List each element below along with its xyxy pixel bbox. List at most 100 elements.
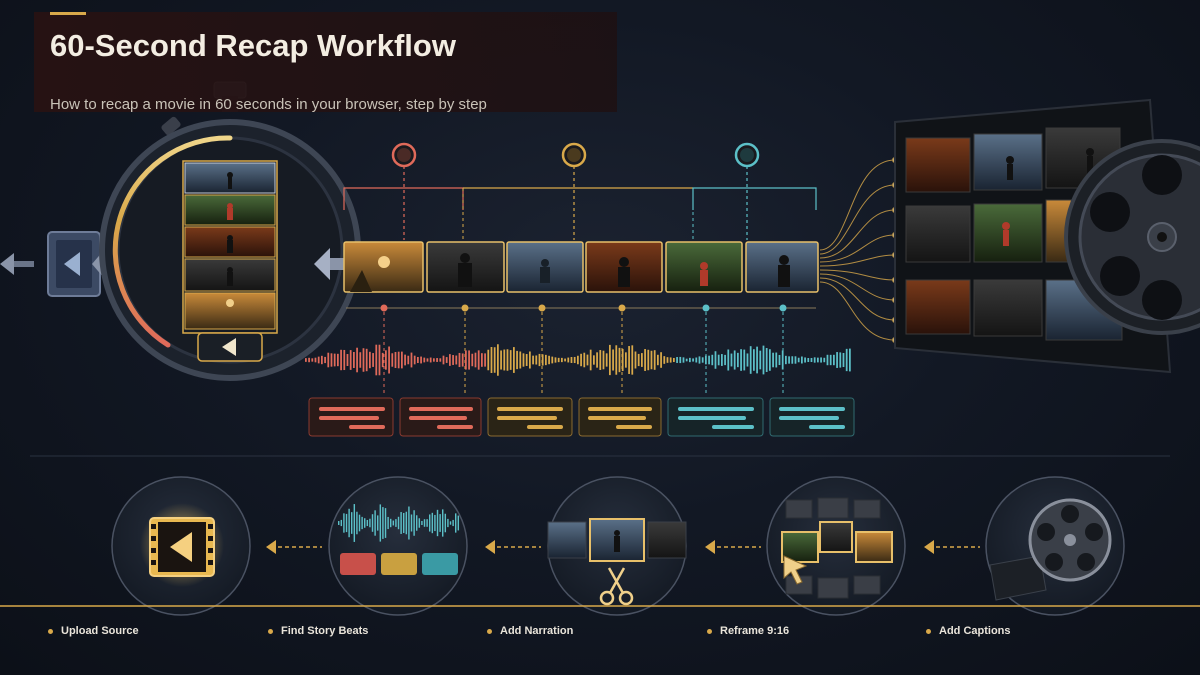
waveform-bar — [447, 518, 449, 528]
waveform-bar — [503, 349, 506, 371]
step-upload-circle — [111, 476, 251, 616]
waveform-bar — [721, 354, 723, 366]
waveform-bar — [321, 355, 323, 365]
waveform-bar — [429, 514, 431, 532]
waveform-bar — [477, 350, 480, 370]
waveform-bar — [602, 350, 605, 370]
waveform-bar — [487, 349, 490, 371]
play-film-icon — [149, 517, 215, 577]
waveform-bar — [666, 357, 669, 363]
waveform-bar — [724, 354, 726, 366]
waveform-bar — [743, 349, 746, 371]
waveform-bar — [362, 348, 365, 372]
waveform-bar — [689, 357, 691, 363]
waveform-bar — [692, 358, 694, 362]
waveform-bar — [599, 350, 602, 370]
waveform-bar — [413, 510, 415, 536]
waveform-bar — [785, 355, 787, 365]
waveform-bar — [394, 351, 397, 369]
page-subtitle: How to recap a movie in 60 seconds in yo… — [50, 96, 487, 113]
waveform-bar — [407, 355, 410, 365]
waveform-bar — [338, 521, 340, 525]
caption-block — [578, 397, 662, 437]
waveform-bar — [695, 357, 698, 363]
waveform-bar — [823, 357, 826, 363]
waveform-bar — [660, 352, 662, 368]
step-arrow — [485, 540, 541, 554]
waveform-bar — [404, 354, 406, 366]
waveform-bar — [343, 349, 346, 371]
waveform-bar — [730, 353, 733, 367]
waveform-bar — [733, 350, 736, 370]
film-reel-icon — [1028, 498, 1112, 582]
waveform-bar — [564, 358, 566, 362]
waveform-bar — [820, 357, 822, 363]
waveform-bar — [762, 345, 765, 375]
waveform-bar — [628, 346, 630, 374]
waveform-bar — [797, 357, 800, 363]
page-title: 60-Second Recap Workflow — [50, 28, 456, 63]
waveform-bar — [583, 352, 586, 368]
waveform-bar — [420, 356, 422, 364]
step-arrow — [705, 540, 761, 554]
waveform-bar — [737, 352, 739, 368]
play-icon — [222, 338, 236, 356]
waveform-bar — [442, 355, 445, 365]
waveform-bar — [490, 347, 493, 373]
waveform-bar — [403, 512, 405, 534]
waveform-bar — [349, 350, 352, 370]
waveform-bar — [775, 352, 778, 368]
waveform-bar — [647, 349, 650, 371]
waveform-bar — [308, 357, 310, 363]
waveform-bar — [493, 347, 496, 373]
waveform-bar — [365, 348, 368, 372]
waveform-bar — [366, 519, 369, 527]
step-label-text: Upload Source — [61, 625, 139, 637]
waveform-bar — [644, 349, 646, 371]
waveform-bar — [433, 358, 435, 362]
waveform-bar — [810, 357, 813, 363]
waveform-bar — [781, 350, 784, 370]
waveform-bar — [381, 352, 384, 368]
step-label-text: Add Captions — [939, 625, 1011, 637]
waveform-bar — [359, 352, 362, 368]
waveform-bar — [369, 518, 371, 528]
waveform-bar — [609, 344, 611, 376]
waveform-bar — [371, 514, 374, 532]
waveform-bar — [506, 349, 509, 371]
waveform-bar — [525, 354, 528, 366]
waveform-bar — [434, 514, 436, 532]
waveform-bar — [423, 519, 426, 527]
waveform-bar — [573, 356, 576, 364]
waveform-bar — [436, 358, 438, 362]
title-panel: 60-Second Recap Workflow How to recap a … — [34, 12, 617, 113]
waveform-bar — [449, 521, 452, 525]
bullet-dot — [487, 628, 492, 634]
caption-block — [308, 397, 394, 437]
waveform-bar — [714, 351, 717, 369]
waveform-bar — [452, 355, 454, 365]
waveform-bar — [577, 355, 579, 365]
waveform-bar — [340, 349, 342, 371]
waveform-bar — [311, 358, 314, 362]
step-label-text: Add Narration — [500, 625, 574, 637]
bullet-dot — [926, 628, 931, 634]
waveform-bar — [384, 508, 387, 538]
waveform-bar — [361, 516, 363, 530]
step-label-text: Reframe 9:16 — [720, 625, 790, 637]
waveform-bar — [375, 344, 378, 376]
waveform-bar — [324, 356, 326, 364]
waveform-bar — [842, 352, 845, 368]
waveform-bar — [410, 352, 413, 368]
waveform-bar — [452, 519, 454, 527]
waveform-bar — [439, 514, 441, 532]
waveform-bar — [374, 510, 376, 536]
waveform-bar — [364, 518, 366, 528]
waveform-bar — [445, 357, 448, 363]
waveform-bar — [701, 357, 704, 363]
waveform-bar — [377, 515, 379, 531]
waveform-bar — [618, 347, 621, 373]
waveform-bar — [314, 357, 317, 363]
waveform-bar — [557, 357, 560, 363]
waveform-bar — [343, 513, 345, 533]
